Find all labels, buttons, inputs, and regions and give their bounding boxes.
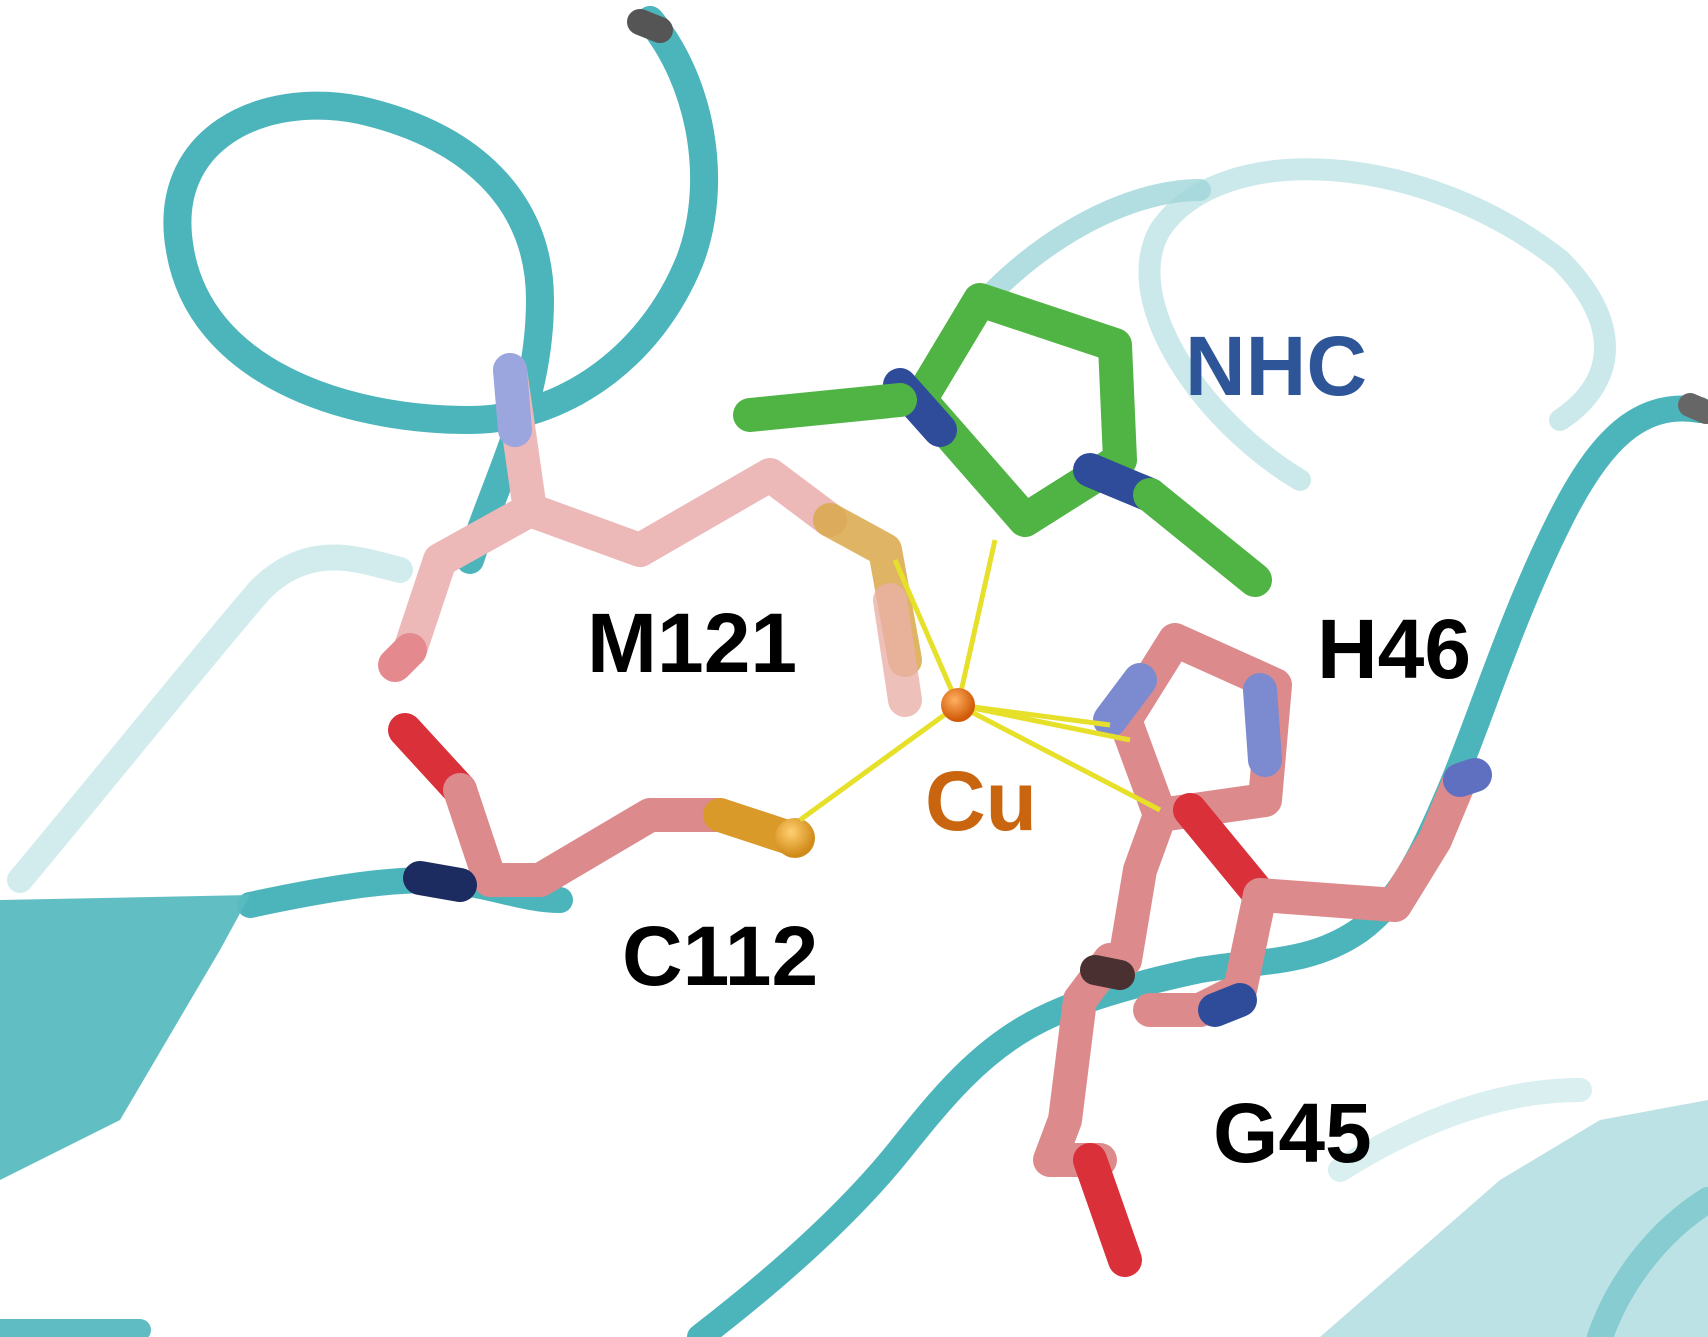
bond-cu-s-m121 xyxy=(892,559,961,706)
bond-cu-s-c112 xyxy=(798,702,960,823)
label-c112: C112 xyxy=(622,909,818,1003)
g45-lower-chain xyxy=(1033,943,1127,1177)
m121-oxygen xyxy=(378,633,427,682)
nhc-ring-carbon xyxy=(903,283,1137,537)
copper-atom xyxy=(941,688,975,722)
h46-sidechain xyxy=(1108,798,1177,977)
bond-cu-h46b xyxy=(957,702,1131,743)
label-m121: M121 xyxy=(587,596,797,690)
residue-h46 xyxy=(1093,623,1292,977)
beta-sheet-arrows xyxy=(0,895,1708,1337)
c112-backbone xyxy=(443,773,737,897)
c112-sulfur-atom xyxy=(775,818,815,858)
m121-sidechain xyxy=(513,458,847,567)
bond-cu-g45 xyxy=(956,702,1162,813)
g45-nitrogen xyxy=(1443,758,1492,797)
label-nhc: NHC xyxy=(1185,319,1367,413)
bond-cu-nhc xyxy=(955,539,998,706)
c112-nitrogen xyxy=(403,861,477,902)
ribbon-strand-faded xyxy=(1138,158,1616,491)
h46-ring-n1 xyxy=(1093,663,1157,737)
ribbon-end-cap xyxy=(1678,393,1708,424)
g45-n-lower xyxy=(1198,983,1257,1027)
m121-nitrogen xyxy=(493,353,532,447)
beta-arrow-right xyxy=(1320,1100,1708,1337)
ribbon-loop-top-left xyxy=(163,6,719,574)
g45-dark-carbon xyxy=(1080,955,1135,990)
g45-oxygen xyxy=(1173,793,1277,912)
g45-backbone xyxy=(1243,763,1477,922)
residue-c112 xyxy=(388,713,815,902)
residue-m121 xyxy=(378,353,922,717)
label-h46: H46 xyxy=(1317,602,1471,696)
h46-ring-n2 xyxy=(1243,673,1282,777)
ribbon-strand-right xyxy=(687,395,1708,1337)
label-g45: G45 xyxy=(1213,1086,1372,1180)
ribbon-strand-faded xyxy=(7,544,413,893)
ribbon-strand-faded xyxy=(1328,1078,1592,1182)
g45-lower-oxygen xyxy=(1073,1143,1142,1277)
residue-g45 xyxy=(1033,758,1492,1277)
ligand-nhc xyxy=(733,283,1272,597)
ribbon-loop-end-cap xyxy=(627,9,673,43)
label-cu: Cu xyxy=(925,754,1037,848)
beta-arrow-left xyxy=(0,895,250,1180)
nhc-methyl-left xyxy=(733,383,917,432)
coordination-bonds xyxy=(798,539,1162,823)
m121-terminal xyxy=(873,583,922,717)
nhc-methyl-right xyxy=(1133,478,1272,597)
